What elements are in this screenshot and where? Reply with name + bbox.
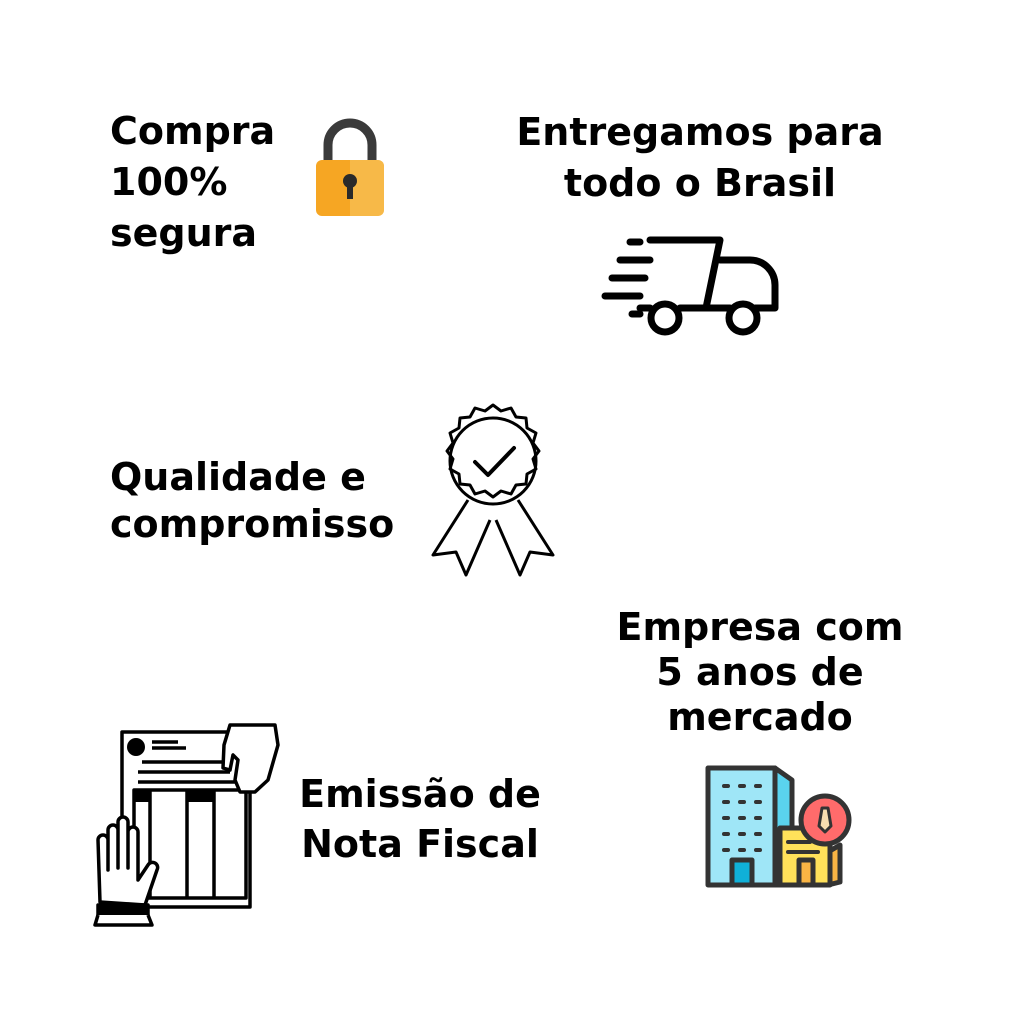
padlock-icon <box>316 118 384 216</box>
feature-secure-purchase: Compra 100% segura <box>110 106 275 259</box>
feature-line: 5 anos de <box>656 650 864 694</box>
feature-line: Compra <box>110 109 276 153</box>
feature-line: Entregamos para <box>516 110 884 154</box>
office-building-icon <box>705 765 852 888</box>
award-ribbon-icon <box>431 403 555 577</box>
delivery-truck-icon <box>601 236 779 336</box>
feature-quality: Qualidade e compromisso <box>110 454 394 548</box>
feature-line: Emissão de <box>299 772 541 816</box>
feature-invoice: Emissão de Nota Fiscal <box>250 769 590 869</box>
feature-line: segura <box>110 211 258 255</box>
feature-line: Nota Fiscal <box>301 822 539 866</box>
feature-line: 100% <box>110 160 228 204</box>
feature-line: Empresa com <box>616 605 904 649</box>
feature-delivery: Entregamos para todo o Brasil <box>500 107 900 209</box>
feature-line: compromisso <box>110 502 395 546</box>
feature-company-years: Empresa com 5 anos de mercado <box>560 605 960 740</box>
feature-line: todo o Brasil <box>563 161 837 205</box>
feature-line: mercado <box>667 695 853 739</box>
invoice-hands-icon <box>93 723 280 927</box>
feature-line: Qualidade e <box>110 455 366 499</box>
